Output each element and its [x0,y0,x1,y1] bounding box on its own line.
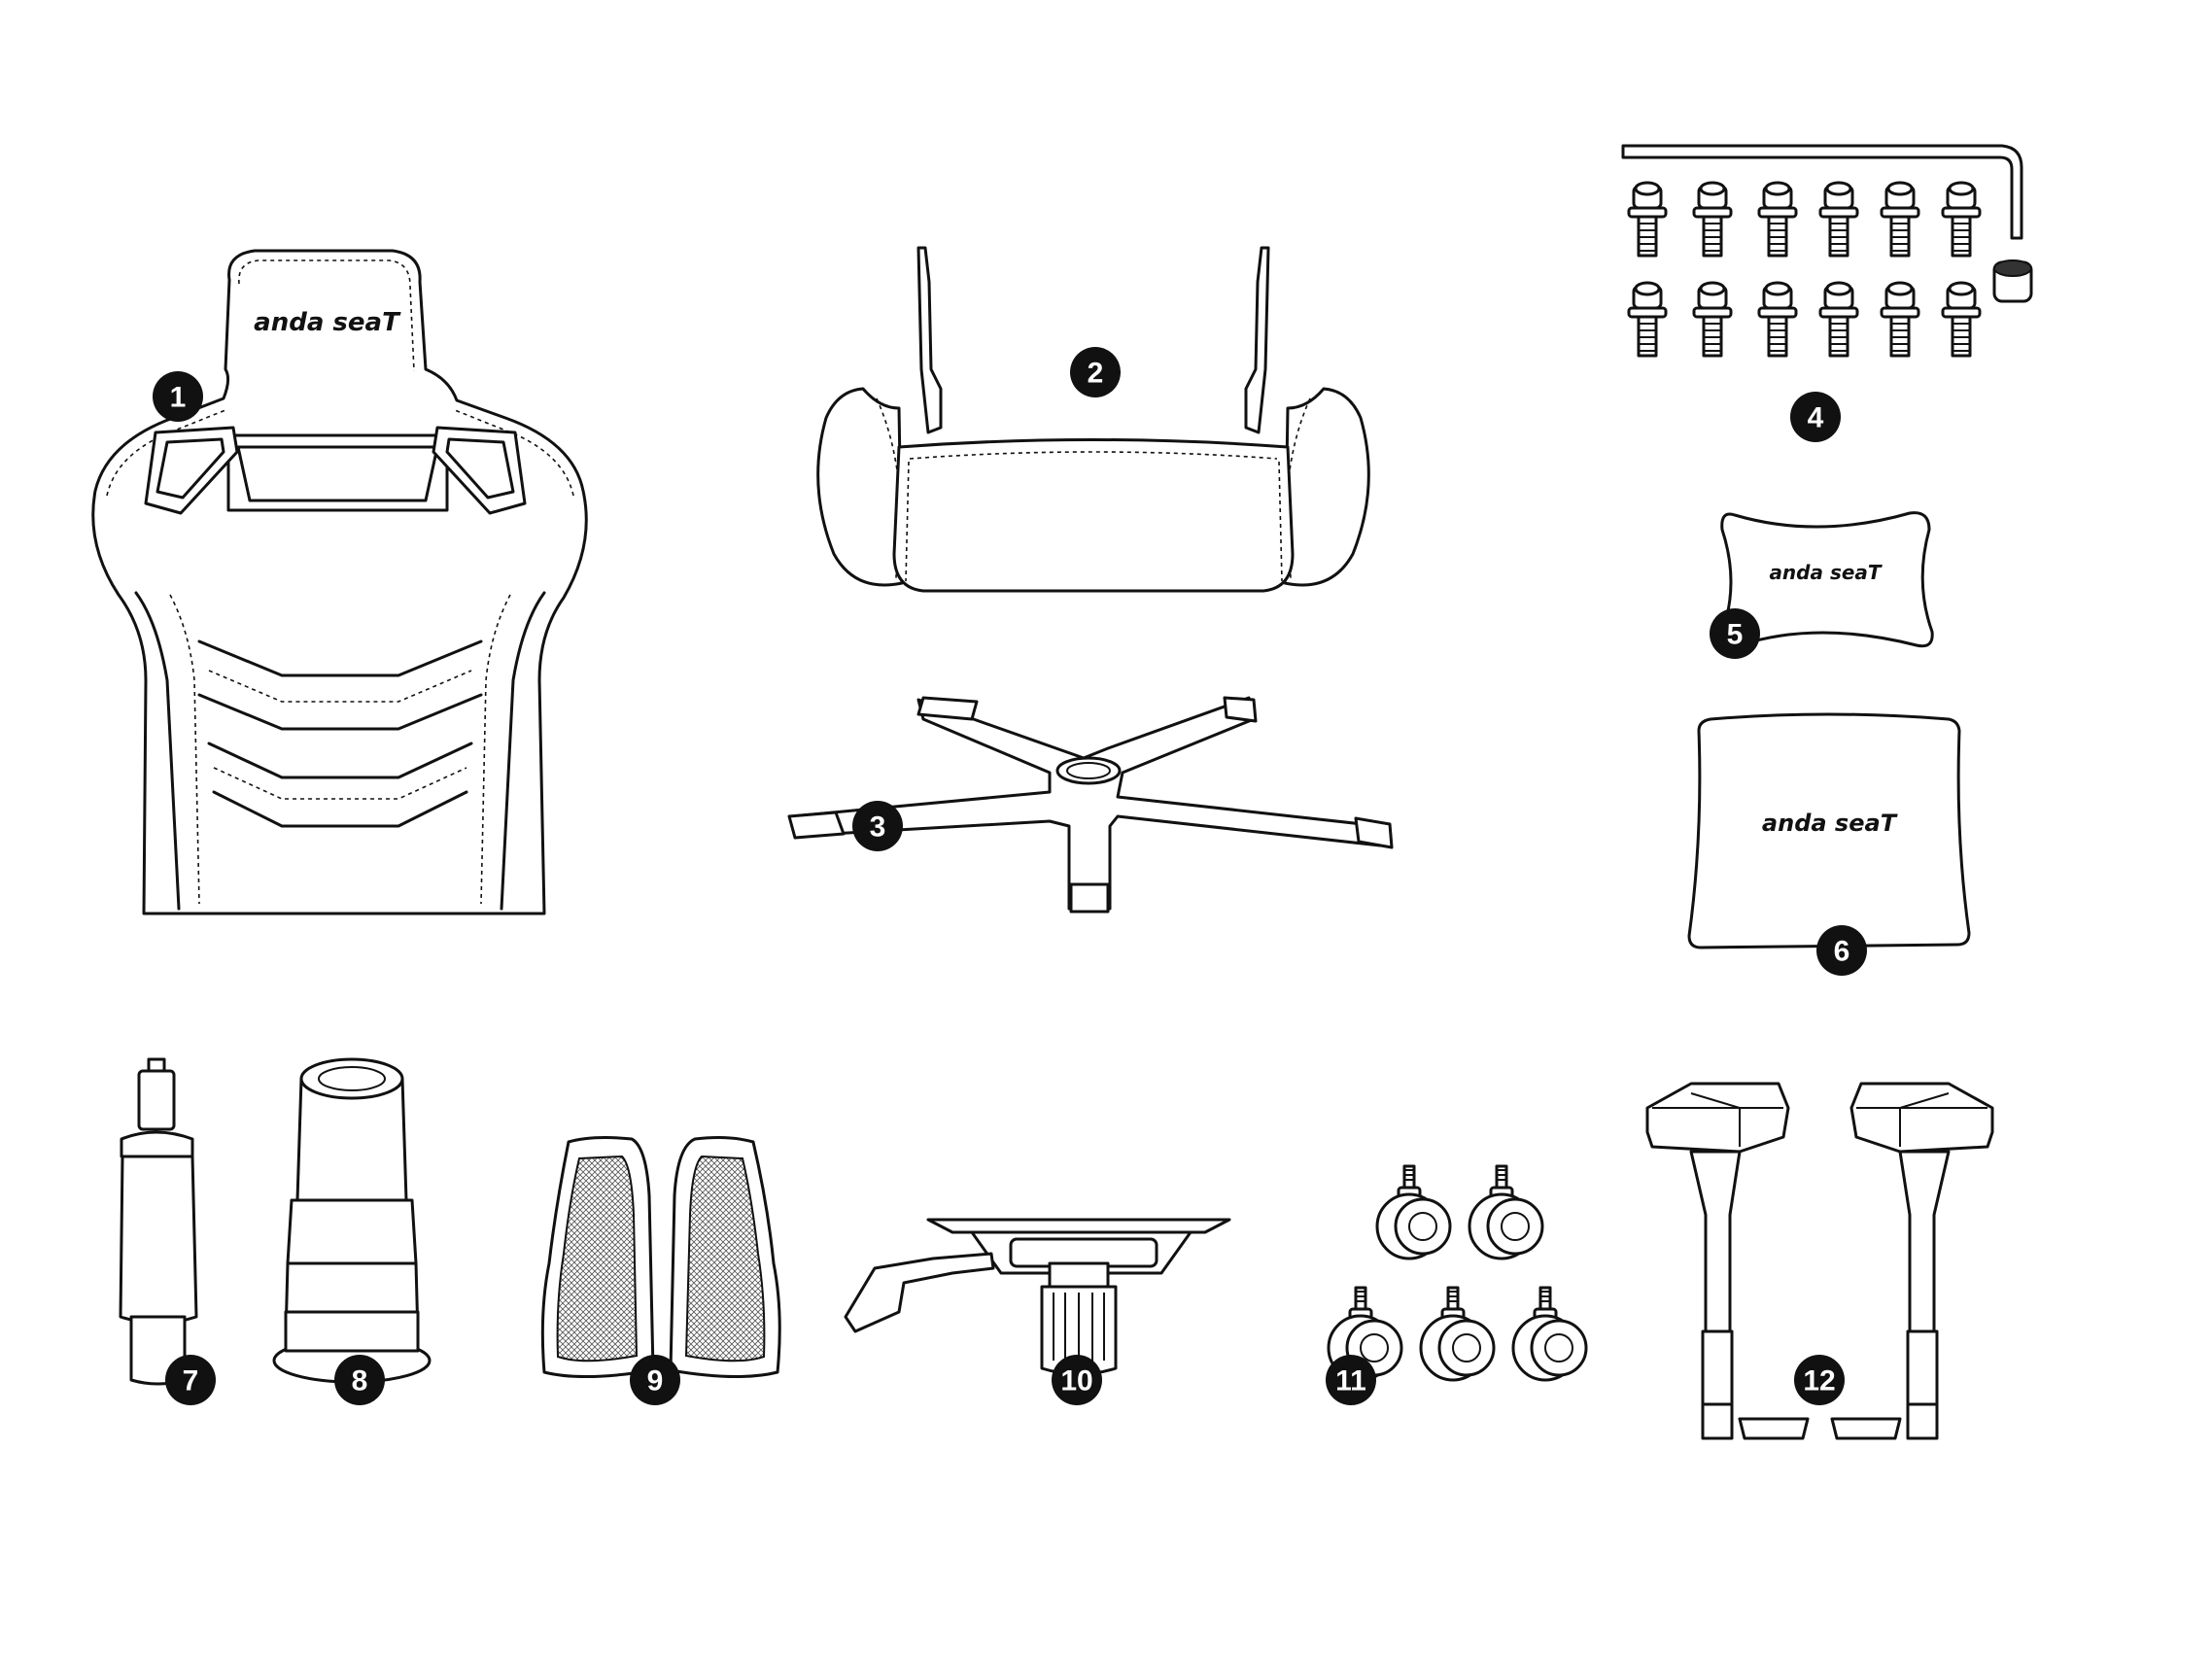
logo-text: anda seaT [254,308,401,337]
badge-4: 4 [1790,392,1841,442]
svg-text:3: 3 [870,811,886,844]
svg-text:1: 1 [170,382,187,414]
badge-11: 11 [1326,1355,1376,1405]
svg-text:2: 2 [1088,358,1104,390]
svg-text:12: 12 [1803,1365,1835,1397]
svg-text:4: 4 [1808,402,1824,434]
svg-text:6: 6 [1834,936,1850,968]
svg-text:5: 5 [1727,619,1744,651]
pillow-part: anda seaT 5 [1710,511,1934,659]
badge-12: 12 [1794,1355,1845,1405]
badge-5: 5 [1710,608,1760,659]
svg-text:10: 10 [1060,1365,1092,1397]
svg-text:7: 7 [183,1365,199,1397]
svg-text:9: 9 [647,1365,664,1397]
base-part: 3 [787,696,1394,914]
hardware-part: 4 [1621,144,2033,442]
seat-part: 2 [816,246,1370,593]
cover-logo-text: anda seaT [1762,810,1898,837]
badge-8: 8 [334,1355,385,1405]
side-covers-part: 9 [540,1136,781,1405]
badge-7: 7 [165,1355,216,1405]
gas-lift-part: 7 [119,1057,216,1405]
badge-10: 10 [1052,1355,1102,1405]
lift-cover-part: 8 [272,1057,432,1405]
cover-part: anda seaT 6 [1687,712,1971,976]
badge-3: 3 [852,801,903,851]
svg-text:8: 8 [352,1365,368,1397]
svg-text:11: 11 [1335,1365,1366,1397]
badge-9: 9 [630,1355,680,1405]
badge-6: 6 [1816,925,1867,976]
badge-2: 2 [1070,347,1121,397]
mechanism-part: 10 [844,1218,1231,1405]
armrests-part: 12 [1645,1082,1994,1440]
pillow-logo-text: anda seaT [1769,561,1882,584]
casters-part: 11 [1326,1164,1588,1405]
backrest-part: anda seaT 1 [91,249,588,915]
badge-1: 1 [153,371,203,422]
